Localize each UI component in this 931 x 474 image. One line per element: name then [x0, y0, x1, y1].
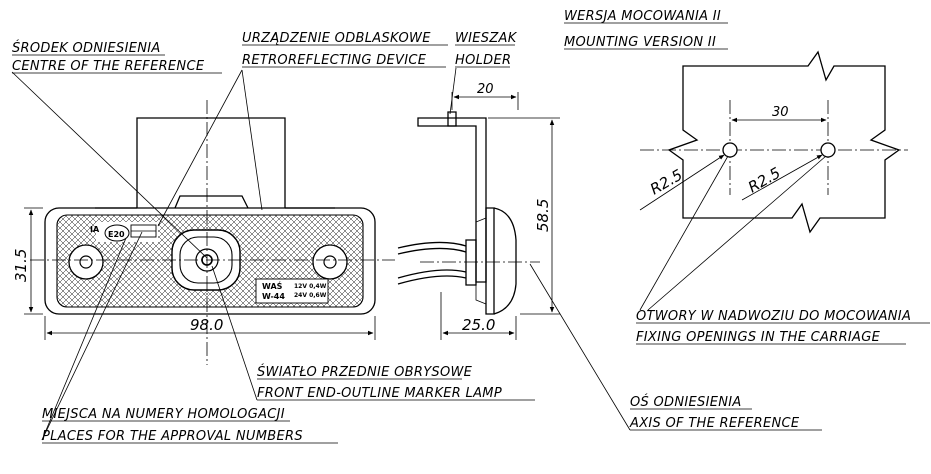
side-lens: [493, 207, 517, 315]
right-radius: R2.5: [745, 164, 784, 197]
rating-12v: 12V 0,4W: [294, 283, 327, 290]
label-lamp-en: FRONT END-OUTLINE MARKER LAMP: [257, 386, 502, 401]
right-fixing-hole: [820, 142, 836, 158]
hole-spacing: 30: [772, 105, 789, 120]
housing-collar: [174, 195, 249, 209]
lamp-body: [44, 207, 376, 315]
label-approval-en: PLACES FOR THE APPROVAL NUMBERS: [42, 429, 303, 444]
width-dimension: 98.0: [190, 316, 223, 334]
label-holder-pl: WIESZAK: [455, 31, 518, 46]
label-version-en: MOUNTING VERSION II: [564, 35, 716, 50]
left-screw: [68, 244, 104, 280]
label-holder-en: HOLDER: [455, 53, 511, 68]
device-leader: [157, 69, 243, 227]
model-mark: W-44: [262, 292, 285, 301]
holder-dimension: 20: [477, 82, 494, 97]
labels: ŚRODEK ODNIESIENIA CENTRE OF THE REFEREN…: [12, 9, 930, 444]
approval-mark: IA E20: [90, 222, 158, 242]
ia-mark: IA: [90, 225, 100, 234]
label-approval-pl: MIEJSCA NA NUMERY HOMOLOGACJI: [42, 407, 285, 422]
holder-leader: [449, 67, 457, 115]
rating-24v: 24V 0,6W: [294, 292, 327, 299]
label-axis-pl: OŚ ODNIESIENIA: [630, 394, 742, 410]
left-fixing-hole: [722, 142, 738, 158]
label-device-en: RETROREFLECTING DEVICE: [242, 53, 427, 68]
total-height-dimension: 58.5: [534, 199, 552, 232]
approval-leader: [41, 237, 127, 441]
front-view: IA E20 WAŚ W-44 12V 0,4W 24V 0,6W 98.0 3…: [12, 100, 395, 365]
label-device-pl: URZĄDZENIE ODBLASKOWE: [242, 31, 431, 46]
approval-number: E20: [108, 230, 125, 239]
label-openings-pl: OTWORY W NADWOZIU DO MOCOWANIA: [636, 309, 911, 324]
label-version-pl: WERSJA MOCOWANIA II: [564, 9, 721, 24]
mounting-plate-view: 30 R2.5 R2.5: [639, 50, 908, 311]
brand-mark: WAŚ: [262, 280, 283, 291]
left-radius: R2.5: [647, 166, 686, 199]
label-centre-en: CENTRE OF THE REFERENCE: [12, 59, 205, 74]
leader-lines: [11, 67, 631, 441]
housing-top: [136, 117, 286, 208]
centre-leader: [11, 71, 208, 259]
right-screw: [312, 244, 348, 280]
label-axis-en: AXIS OF THE REFERENCE: [629, 416, 800, 431]
label-centre-pl: ŚRODEK ODNIESIENIA: [12, 40, 161, 56]
side-view: 20 58.5 25.0: [397, 82, 560, 340]
axis-leader: [529, 263, 631, 431]
name-plate: WAŚ W-44 12V 0,4W 24V 0,6W: [255, 278, 329, 304]
height-dimension: 31.5: [12, 249, 30, 282]
lamp-leader: [211, 265, 258, 401]
depth-dimension: 25.0: [462, 316, 495, 334]
side-body: [485, 207, 495, 315]
label-lamp-pl: ŚWIATŁO PRZEDNIE OBRYSOWE: [257, 364, 473, 380]
label-openings-en: FIXING OPENINGS IN THE CARRIAGE: [636, 330, 881, 345]
mounting-plate-outline: [667, 50, 901, 234]
